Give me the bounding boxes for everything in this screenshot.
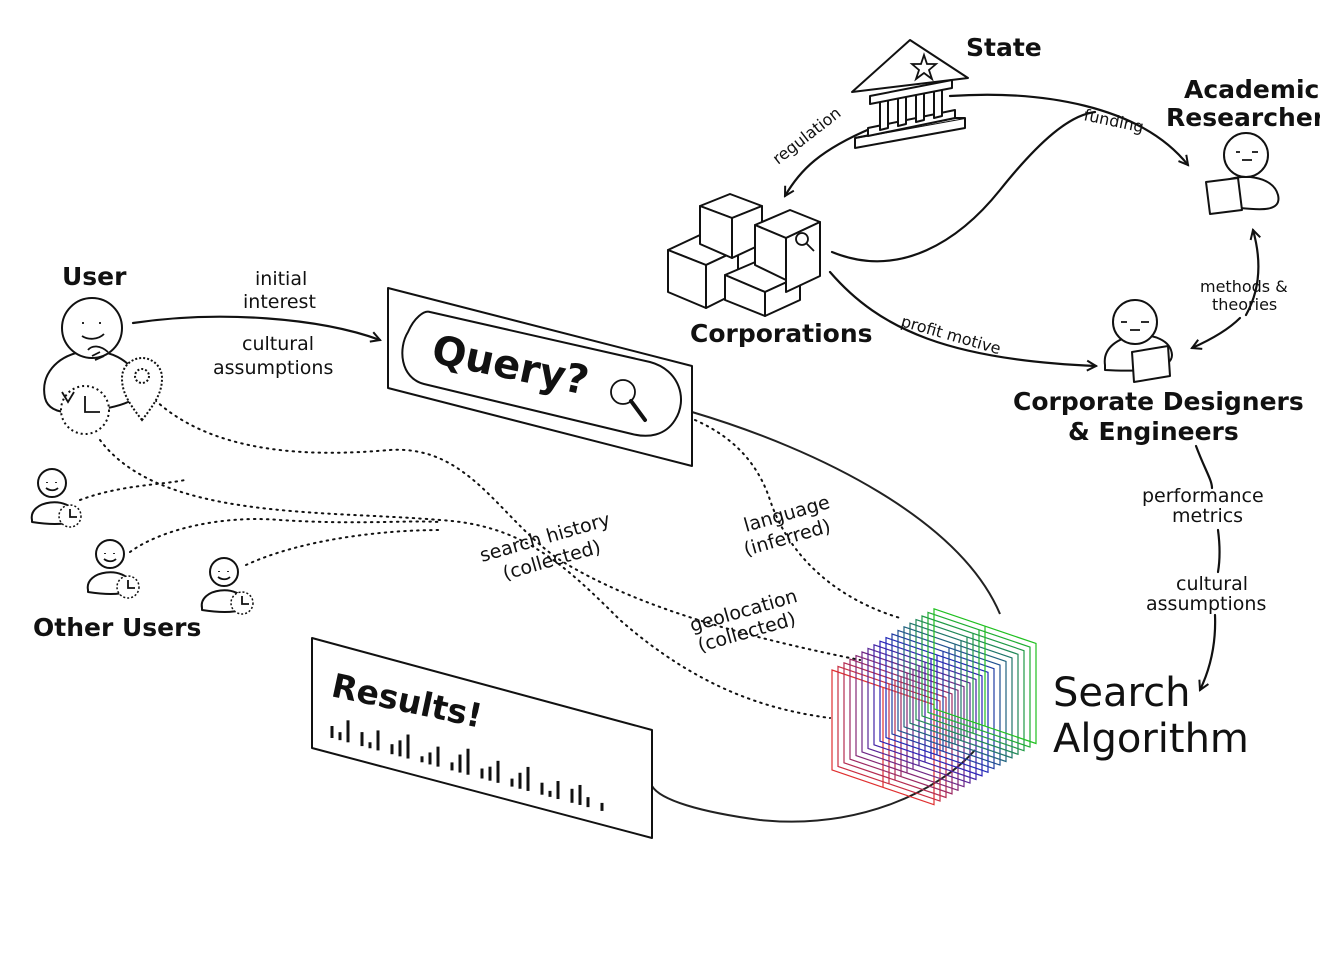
edge-geolocation — [154, 399, 861, 661]
cube-layer — [933, 607, 1037, 745]
edge-performance — [1194, 444, 1214, 490]
other-users-label: Other Users — [33, 613, 201, 642]
edge-label-cultural-right-line1: cultural — [1176, 573, 1248, 595]
state-building-icon — [851, 39, 969, 149]
edge-label-initial-line2: interest — [243, 291, 316, 313]
designers-label-line1: Corporate Designers — [1013, 387, 1304, 416]
edge-methods — [1244, 230, 1258, 317]
edge-other-user-2 — [129, 518, 441, 553]
other-user-icon — [30, 468, 82, 528]
results-bars — [330, 720, 604, 811]
user-label: User — [62, 262, 127, 291]
edge-label-profit-motive: profit motive — [899, 312, 1003, 359]
edge-search-history — [99, 439, 831, 719]
edge-corp-academic — [830, 110, 1097, 263]
other-user-icon — [86, 539, 140, 599]
edge-cultural-right — [1200, 613, 1217, 690]
edge-label-cultural-left-line2: assumptions — [213, 357, 333, 379]
results-box — [311, 637, 653, 839]
algorithm-label-line1: Search — [1053, 670, 1190, 716]
edge-label-funding: funding — [1082, 105, 1145, 136]
edge-label-performance-line2: metrics — [1172, 505, 1243, 527]
star-icon — [909, 52, 939, 82]
history-clock-icon — [60, 385, 110, 435]
edge-label-initial-line1: initial — [255, 268, 307, 290]
edge-label-regulation: regulation — [769, 103, 845, 168]
location-pin-icon — [120, 356, 164, 422]
academic-label-line2: Researchers — [1166, 103, 1320, 132]
edge-funding — [948, 93, 1188, 165]
corporations-blocks-icon — [667, 193, 821, 317]
edge-performance-2 — [1216, 528, 1221, 574]
edge-language — [694, 419, 901, 619]
search-icon — [610, 379, 647, 422]
researcher-icon — [1205, 132, 1280, 215]
designers-label-line2: & Engineers — [1068, 417, 1239, 446]
edge-user-query — [131, 315, 380, 340]
edge-label-methods-line1: methods & — [1200, 277, 1288, 296]
edge-other-user-3 — [245, 529, 441, 566]
academic-label-line1: Academic — [1184, 75, 1319, 104]
cube-layer — [921, 615, 1025, 752]
edge-label-performance-line1: performance — [1142, 485, 1264, 507]
user-icon — [43, 297, 143, 414]
edge-query-algorithm — [691, 411, 1001, 615]
state-label: State — [966, 33, 1042, 62]
cube-layer — [927, 611, 1031, 748]
edge-label-cultural-right-line2: assumptions — [1146, 593, 1266, 615]
other-user-icon — [200, 557, 254, 615]
edge-methods-back — [1192, 316, 1242, 348]
query-box[interactable] — [387, 287, 693, 467]
edge-regulation — [783, 126, 874, 196]
algorithm-cube-icon — [831, 607, 1037, 806]
algorithm-label-line2: Algorithm — [1053, 716, 1249, 762]
edge-label-cultural-left-line1: cultural — [242, 333, 314, 355]
engineer-icon — [1103, 299, 1173, 383]
corporations-label: Corporations — [690, 319, 873, 348]
edge-algorithm-results — [651, 749, 976, 823]
edge-profit-motive — [828, 270, 1096, 366]
edge-label-methods-line2: theories — [1212, 295, 1277, 314]
edge-other-user-1 — [79, 479, 186, 501]
